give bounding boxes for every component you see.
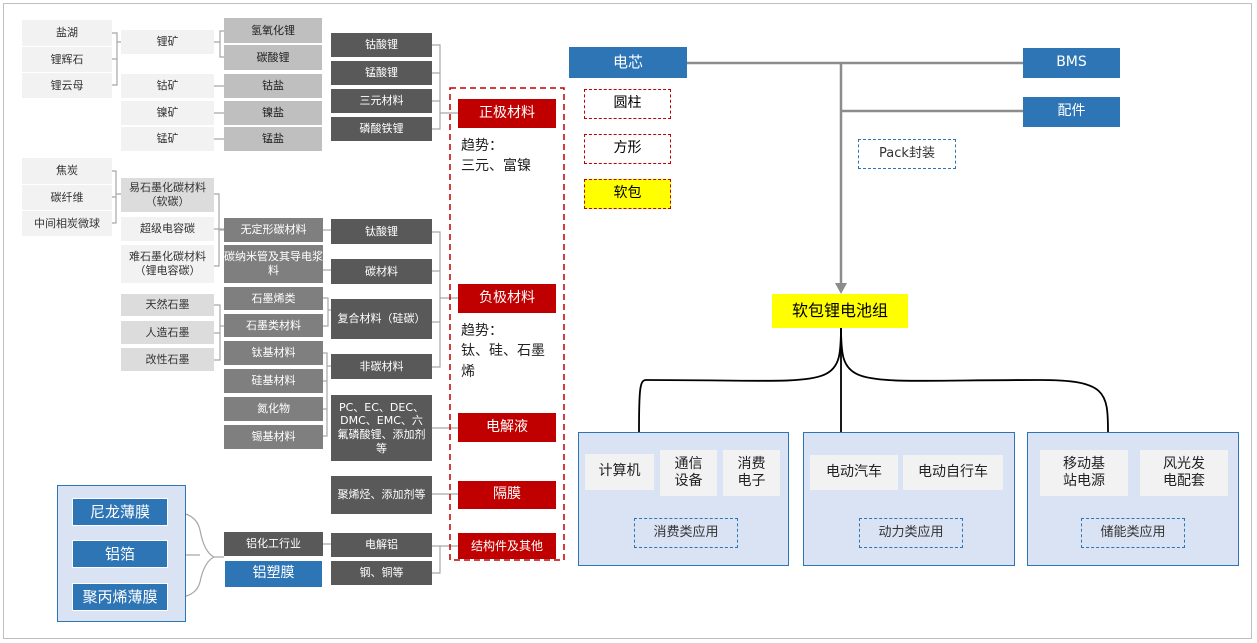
- cathode-lmo: 锰酸锂: [331, 61, 432, 85]
- diagram-frame: [3, 3, 1252, 639]
- electrolytic-aluminum: 电解铝: [331, 533, 432, 557]
- raw-coke: 焦炭: [22, 158, 112, 184]
- separator-inputs: 聚烯烃、添加剂等: [331, 476, 432, 514]
- ore-manganese: 锰矿: [121, 127, 214, 151]
- app-ebike: 电动自行车: [903, 455, 1003, 490]
- precursor-supercap-carbon: 超级电容碳: [121, 217, 214, 241]
- anode-trend: 趋势： 钛、硅、石墨烯: [461, 323, 545, 380]
- app-telecom: 通信 设备: [660, 450, 717, 496]
- anode-sub-titanium: 钛基材料: [224, 341, 323, 365]
- app-base-station: 移动基 站电源: [1040, 450, 1128, 496]
- nylon-film: 尼龙薄膜: [72, 498, 168, 526]
- anode-sub-tin: 锡基材料: [224, 425, 323, 449]
- raw-spodumene: 锂辉石: [22, 47, 112, 72]
- steel-copper: 钢、铜等: [331, 561, 432, 585]
- aluminum-foil: 铝箔: [72, 540, 168, 568]
- electrolyte: 电解液: [458, 413, 556, 442]
- app-renewable: 风光发 电配套: [1140, 450, 1228, 496]
- accessories: 配件: [1023, 97, 1120, 127]
- precursor-hard-carbon: 难石墨化碳材料（锂电容碳）: [121, 245, 214, 283]
- format-prismatic: 方形: [584, 134, 671, 164]
- ore-cobalt: 钴矿: [121, 74, 214, 98]
- salt-nickel: 镍盐: [224, 101, 322, 125]
- app-computer: 计算机: [585, 454, 654, 490]
- structural-parts: 结构件及其他: [458, 533, 556, 559]
- precursor-artificial-graphite: 人造石墨: [121, 321, 214, 344]
- cathode-lfp: 磷酸铁锂: [331, 117, 432, 141]
- salt-cobalt: 钴盐: [224, 74, 322, 98]
- anode-carbon: 碳材料: [331, 259, 432, 284]
- anode-lto: 钛酸锂: [331, 219, 432, 244]
- anode-material: 负极材料: [458, 284, 556, 313]
- ore-lithium: 锂矿: [121, 30, 214, 54]
- consumer-app-label: 消费类应用: [634, 518, 738, 548]
- electrolyte-inputs: PC、EC、DEC、DMC、EMC、六氟磷酸锂、添加剂等: [331, 395, 432, 461]
- separator: 隔膜: [458, 481, 556, 509]
- anode-sub-nitrides: 氮化物: [224, 397, 323, 421]
- power-app-label: 动力类应用: [859, 518, 963, 548]
- storage-app-label: 储能类应用: [1081, 518, 1185, 548]
- raw-lepidolite: 锂云母: [22, 73, 112, 98]
- pp-film: 聚丙烯薄膜: [72, 583, 168, 611]
- anode-non-carbon: 非碳材料: [331, 354, 432, 379]
- pack-packaging: Pack封装: [858, 139, 956, 169]
- format-pouch: 软包: [584, 179, 671, 209]
- app-consumer-electronics: 消费 电子: [723, 450, 780, 496]
- anode-sub-graphene: 石墨烯类: [224, 287, 323, 310]
- anode-sub-graphite: 石墨类材料: [224, 314, 323, 337]
- bms: BMS: [1023, 48, 1120, 78]
- aluminum-laminate-film: 铝塑膜: [224, 560, 323, 588]
- anode-sub-amorphous: 无定形碳材料: [224, 218, 323, 242]
- raw-brine: 盐湖: [22, 20, 112, 46]
- aluminum-industry: 铝化工行业: [224, 532, 323, 556]
- cathode-ternary: 三元材料: [331, 89, 432, 113]
- cathode-lco: 钴酸锂: [331, 33, 432, 57]
- raw-mesophase: 中间相炭微球: [22, 211, 112, 236]
- salt-lithium-hydroxide: 氢氧化锂: [224, 18, 322, 43]
- app-ev: 电动汽车: [810, 455, 898, 490]
- anode-composite: 复合材料（硅碳）: [331, 299, 432, 339]
- precursor-natural-graphite: 天然石墨: [121, 294, 214, 316]
- cell: 电芯: [569, 47, 687, 78]
- cathode-material: 正极材料: [458, 99, 556, 128]
- precursor-soft-carbon: 易石墨化碳材料（软碳）: [121, 178, 214, 212]
- salt-lithium-carbonate: 碳酸锂: [224, 45, 322, 70]
- salt-manganese: 锰盐: [224, 127, 322, 151]
- precursor-modified-graphite: 改性石墨: [121, 348, 214, 371]
- cathode-trend: 趋势： 三元、富镍: [461, 138, 531, 175]
- format-cylindrical: 圆柱: [584, 89, 671, 119]
- anode-sub-silicon: 硅基材料: [224, 369, 323, 393]
- raw-carbon-fiber: 碳纤维: [22, 185, 112, 210]
- ore-nickel: 镍矿: [121, 101, 214, 125]
- pouch-battery-pack: 软包锂电池组: [772, 294, 908, 328]
- anode-sub-cnt: 碳纳米管及其导电浆料: [224, 245, 323, 283]
